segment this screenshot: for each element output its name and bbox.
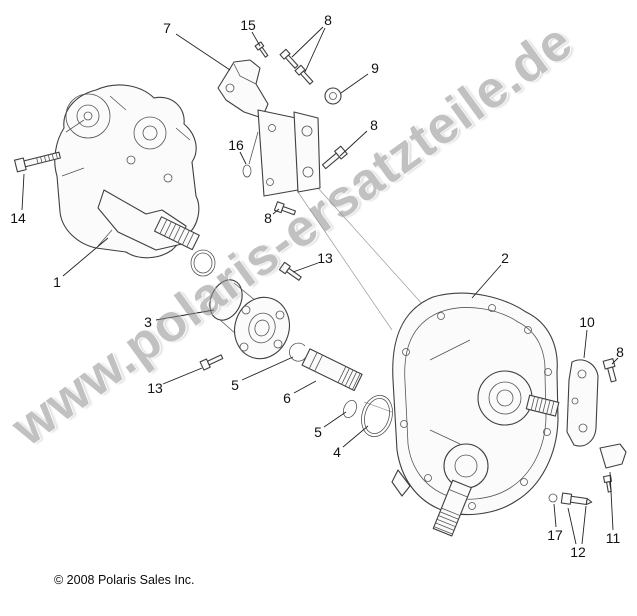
callout-leader-line [323,411,347,428]
assembly-line [297,187,425,413]
callout-7: 7 [163,20,171,36]
callout-leader-line [251,31,261,47]
callout-13: 13 [317,250,333,266]
snap-ring [289,342,307,362]
callout-15: 15 [240,17,256,33]
spacer-9 [324,87,342,105]
callout-leader-line [241,356,294,381]
callout-11: 11 [606,530,621,546]
callout-6: 6 [283,390,291,406]
vent-plug [548,492,593,506]
bolt-8-mid [321,145,348,170]
callout-9: 9 [371,60,379,76]
callout-3: 3 [144,314,152,330]
bolt-8-right [602,358,617,383]
callout-leader-line [611,357,619,365]
callout-leader-line [609,471,614,531]
rear-output-splines [525,394,560,417]
callout-leader-line [583,329,588,359]
callout-leader-line [339,130,368,157]
callout-8: 8 [264,210,272,226]
o-ring-large [361,394,393,438]
bolt-13-lower [199,354,224,371]
washer-16 [242,164,252,178]
upper-bracket [217,59,269,119]
callout-leader-line [553,503,557,528]
callout-leader-line [239,151,247,165]
lower-output-shaft [432,479,472,537]
callout-leader-line [342,425,369,448]
callout-leader-line [567,507,577,545]
small-bracket-11 [599,443,627,493]
o-ring-front [190,249,216,277]
output-coupler [209,279,290,360]
rear-bracket [566,359,599,447]
callout-14: 14 [10,210,26,226]
bolt-13-upper [278,261,302,281]
prop-shaft [301,348,363,392]
callout-4: 4 [333,444,341,460]
front-gearcase [54,84,200,259]
callout-leader-line [62,237,109,277]
callout-leader-line [292,262,319,273]
callout-8: 8 [370,117,378,133]
callout-leader-line [162,367,203,385]
copyright-text: © 2008 Polaris Sales Inc. [54,573,195,587]
callout-leader-line [21,173,25,211]
callout-8: 8 [616,344,624,360]
callout-leader-line [471,264,502,299]
callout-16: 16 [228,137,244,153]
bolt-8-lower [273,201,297,216]
callout-2: 2 [501,250,509,266]
main-gearcase [391,292,560,537]
bolt-8-top-a [279,48,299,69]
callout-leader-line [291,26,324,58]
callout-12: 12 [570,544,586,560]
callout-13: 13 [147,380,163,396]
callout-leader-line [581,505,587,545]
mount-plate [242,109,321,197]
callout-leader-line [155,309,215,321]
callout-5: 5 [314,424,322,440]
callout-leader-line [293,380,317,394]
bolt-15 [254,41,269,58]
o-ring-small [343,400,357,418]
callout-17: 17 [547,527,563,543]
callout-10: 10 [579,314,595,330]
callout-leader-line [304,27,326,73]
callout-8: 8 [324,12,332,28]
callout-leader-line [340,73,369,94]
callout-5: 5 [231,377,239,393]
callout-leader-line [272,208,280,215]
front-output-splines [153,216,200,251]
callout-leader-line [175,33,231,71]
callout-1: 1 [53,274,61,290]
bolt-14 [13,151,61,173]
bolt-8-top-b [294,64,314,85]
